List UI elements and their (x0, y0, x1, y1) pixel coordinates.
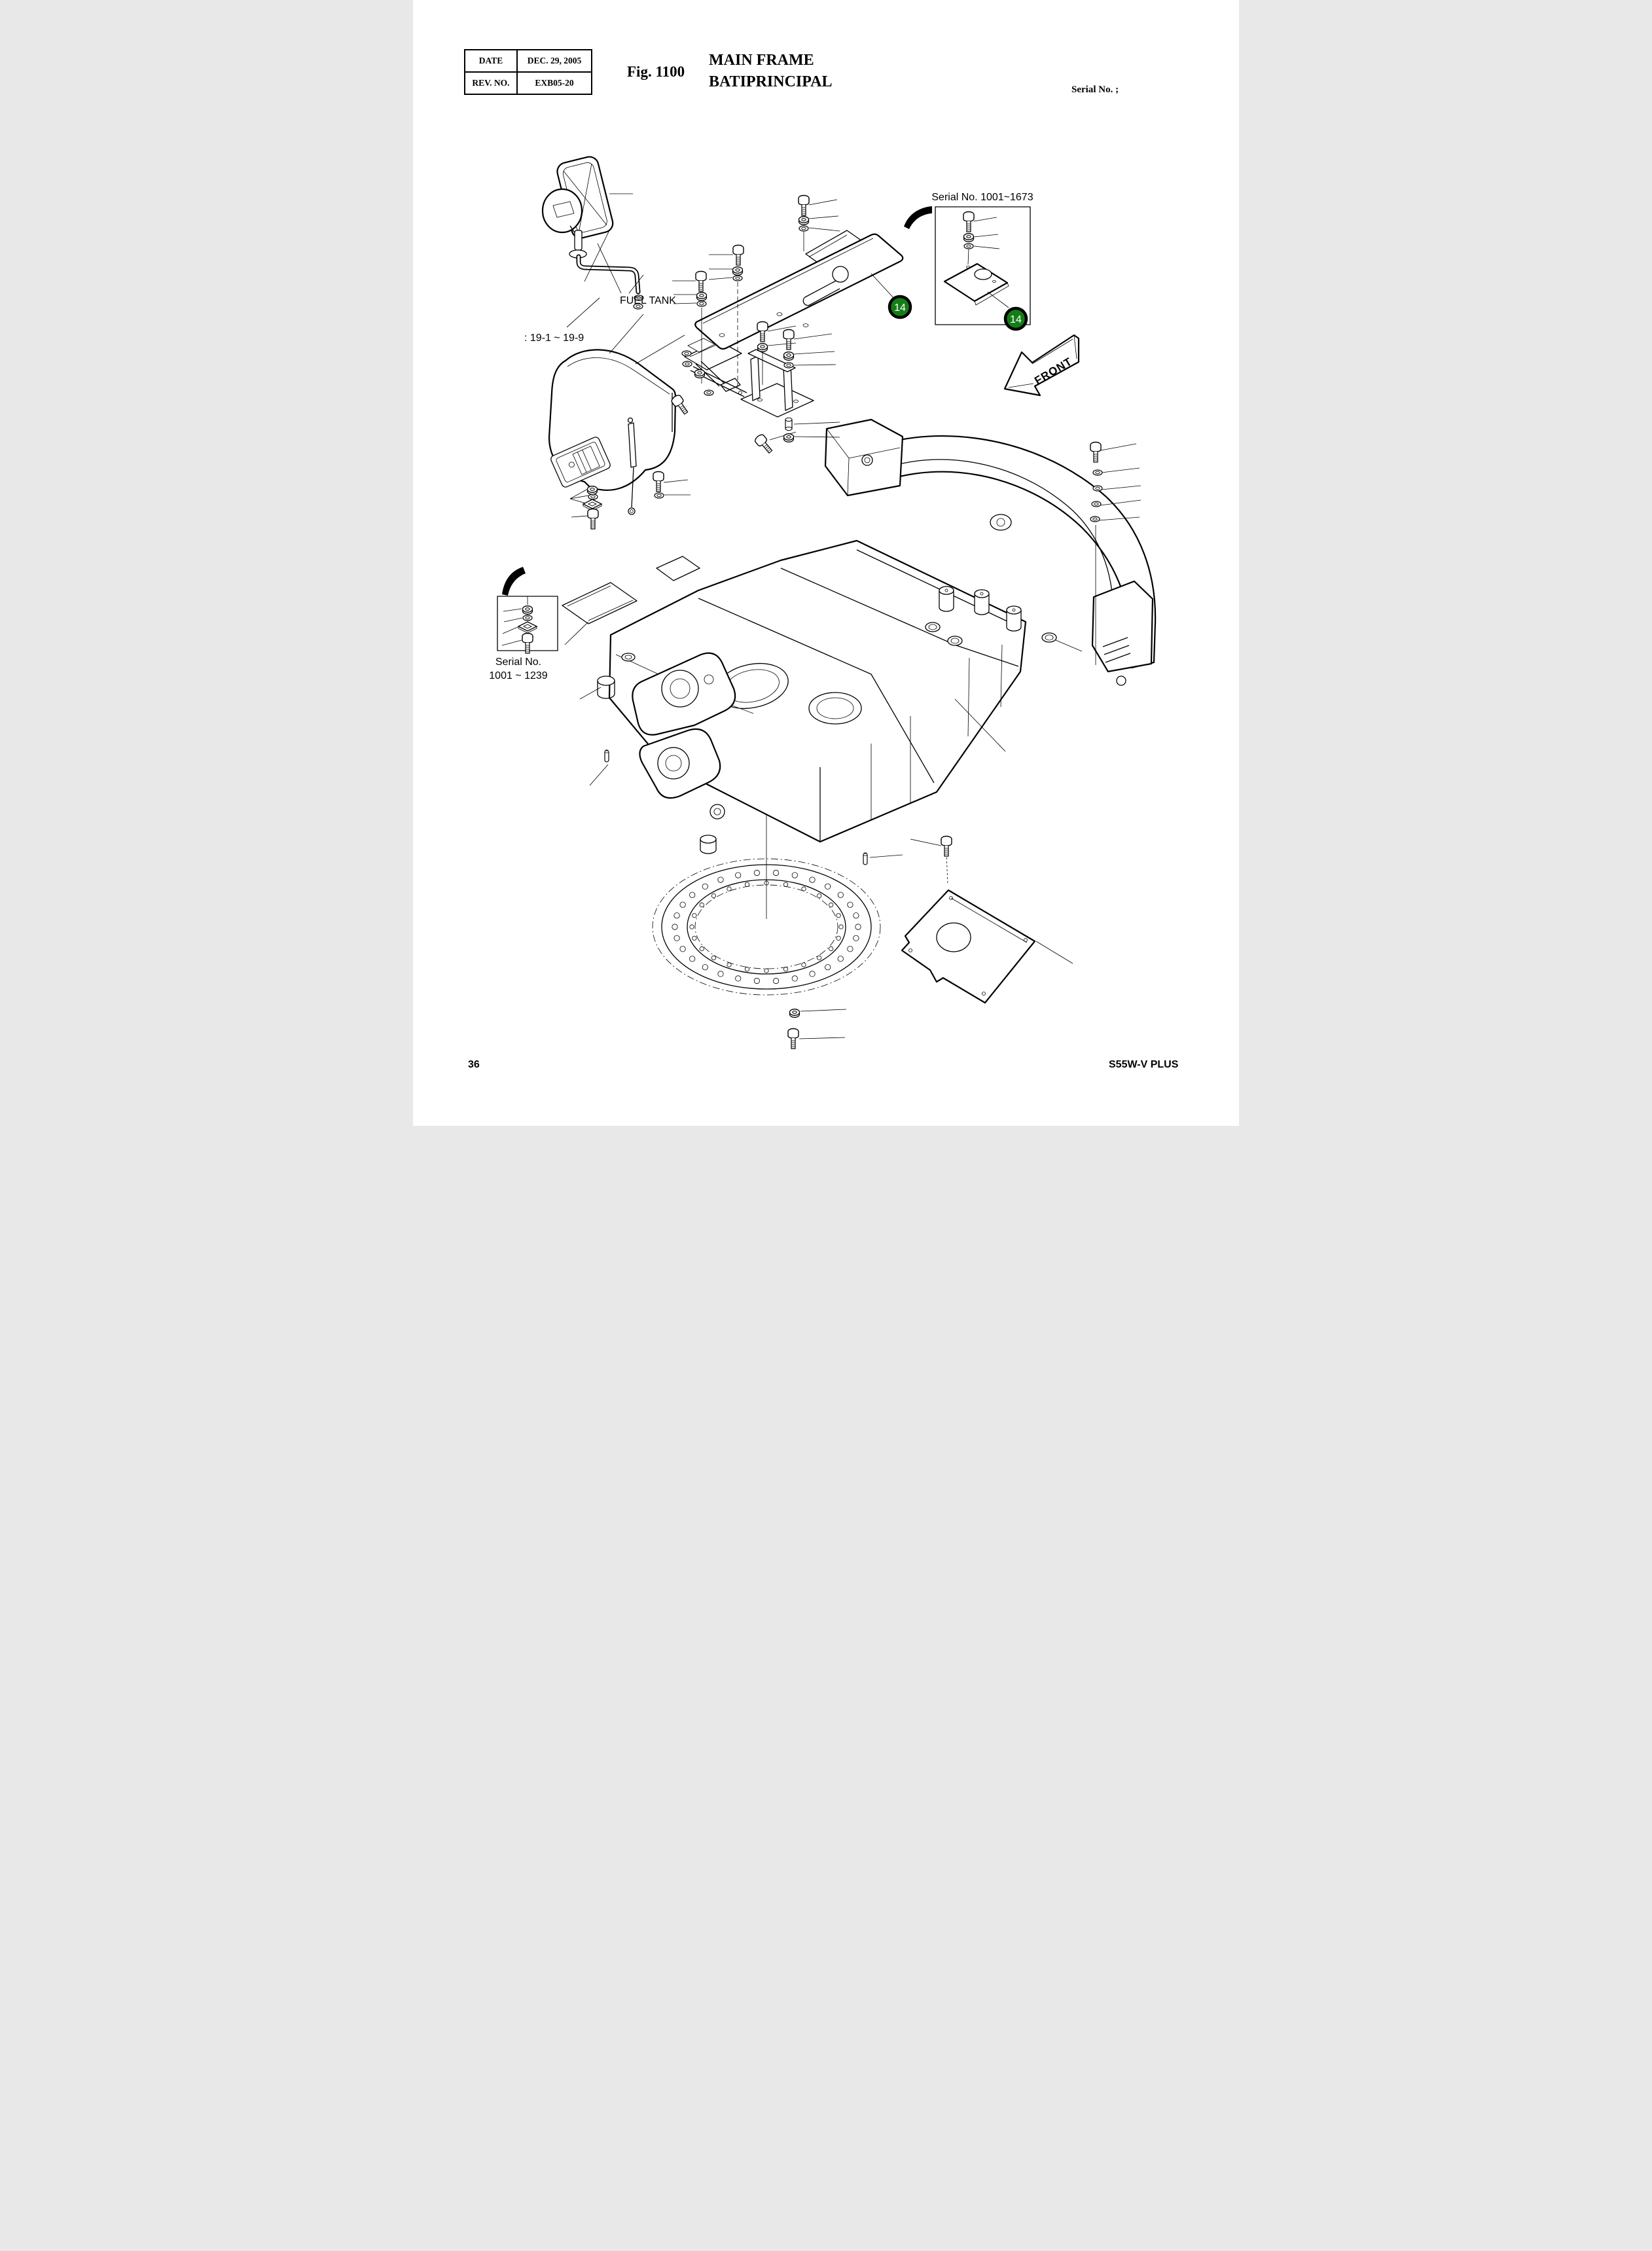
serial-no-header: Serial No. ; (1071, 84, 1119, 95)
bolt-icon (783, 329, 795, 350)
page-title: MAIN FRAME BATIPRINCIPAL (709, 50, 832, 93)
page-number: 36 (468, 1059, 480, 1070)
inset-serial-1001-1239 (497, 567, 558, 654)
square-plate-icon (518, 621, 537, 634)
badge-14-a: 14 (888, 295, 912, 319)
washer-icon (588, 494, 598, 500)
washer-icon (704, 389, 714, 396)
counterweight (824, 418, 1157, 686)
tank-mount-plate (694, 233, 904, 350)
leader-lines (564, 193, 1141, 1039)
bolt-icon (941, 835, 952, 857)
nut-icon (522, 605, 533, 615)
inset-serial-1001-1673 (904, 206, 1031, 325)
mirror-assembly (541, 156, 644, 310)
exploded-diagram: 14 14 FRONT Serial No. 1001~1673 FUEL TA… (489, 156, 1157, 1049)
parts-catalog-page: 14 14 FRONT Serial No. 1001~1673 FUEL TA… (413, 0, 1239, 1126)
boom-mount-bracket (632, 652, 736, 854)
washer-icon (522, 615, 533, 621)
revision-table: DATE DEC. 29, 2005 REV. NO. EXB05-20 (464, 49, 592, 95)
bolt-icon (695, 270, 707, 292)
washer-icon (681, 350, 692, 357)
serial-left-label-line1: Serial No. (495, 657, 541, 668)
fuel-tank-label: FUEL TANK (620, 295, 676, 306)
washer-icon (696, 300, 707, 307)
washer-icon (783, 362, 794, 369)
model-name: S55W-V PLUS (1109, 1059, 1179, 1070)
front-direction-arrow: FRONT (1003, 334, 1080, 397)
badge-label: 14 (1010, 314, 1022, 325)
pin-icon (604, 749, 609, 763)
washer-icon (1092, 469, 1103, 476)
table-row: REV. NO. EXB05-20 (464, 71, 592, 95)
bolt-icon (1090, 441, 1102, 463)
nut-icon (963, 233, 975, 242)
title-english: MAIN FRAME (709, 52, 814, 69)
washer-icon (963, 243, 974, 249)
washer-icon (799, 225, 809, 232)
rev-no-value: EXB05-20 (516, 71, 592, 95)
spacer-icon (785, 417, 793, 431)
nut-icon (783, 351, 795, 361)
grommet-rings (621, 622, 1057, 662)
bolt-icon (753, 433, 776, 456)
date-value: DEC. 29, 2005 (516, 49, 592, 73)
figure-number: Fig. 1100 (627, 63, 685, 80)
bearing-bolt-holes (672, 869, 861, 984)
bolt-icon (787, 1028, 799, 1049)
washer-icon (1092, 485, 1103, 492)
nut-icon (783, 433, 795, 442)
nut-icon (696, 292, 708, 301)
nut-icon (694, 369, 706, 378)
deck-cylinder (939, 586, 1022, 632)
badge-label: 14 (894, 302, 906, 314)
bolt-icon (587, 508, 599, 530)
serial-left-label-line2: 1001 ~ 1239 (489, 670, 548, 681)
fuel-tank (548, 349, 677, 491)
nut-icon (732, 266, 744, 276)
washer-icon (1090, 516, 1100, 522)
badge-14-b: 14 (1003, 306, 1028, 331)
washer-icon (732, 275, 743, 281)
bolt-icon (653, 471, 664, 492)
date-label: DATE (464, 49, 518, 73)
nut-icon (798, 216, 810, 225)
rev-no-label: REV. NO. (464, 71, 518, 95)
washer-icon (1091, 501, 1102, 507)
nut-icon (586, 486, 598, 495)
bushing-cup-icon (597, 675, 615, 699)
pin-icon (863, 852, 868, 865)
bolt-icon (732, 244, 744, 266)
fasteners (583, 194, 1103, 1049)
nut-icon (789, 1009, 800, 1018)
bearing-inner-holes (689, 880, 844, 973)
swoosh-arrow-icon (904, 206, 932, 229)
swoosh-arrow-icon (502, 567, 526, 596)
table-row: DATE DEC. 29, 2005 (464, 49, 592, 73)
bolt-icon (798, 194, 810, 216)
tank-support-pedestal (740, 349, 814, 418)
washer-icon (654, 492, 664, 499)
ref-range-label: : 19-1 ~ 19-9 (524, 333, 584, 344)
serial-range-top-label: Serial No. 1001~1673 (931, 192, 1033, 203)
main-frame (562, 539, 1057, 854)
washer-icon (682, 361, 692, 367)
tank-access-panel (550, 437, 611, 488)
bolt-icon (963, 211, 975, 232)
title-french: BATIPRINCIPAL (709, 73, 833, 90)
gas-spring (627, 417, 637, 515)
nut-icon (757, 343, 768, 352)
bottom-cover-plate (901, 853, 1036, 1004)
